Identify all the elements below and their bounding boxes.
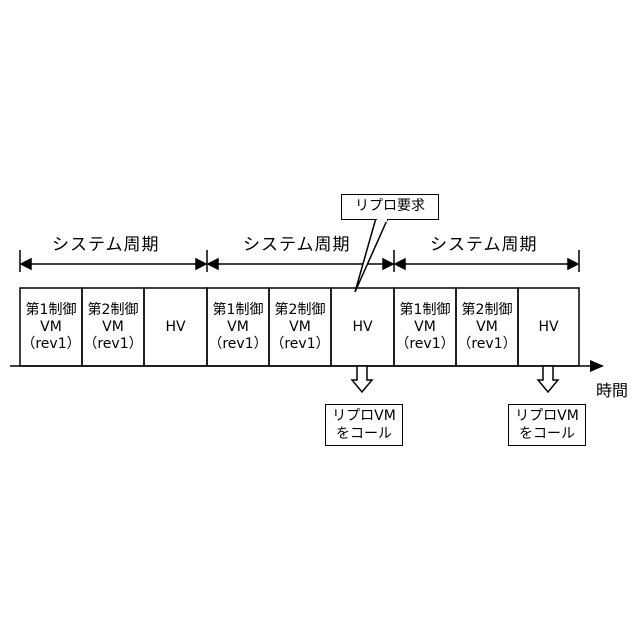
time-axis-label: 時間 (596, 377, 628, 401)
request-callout: リプロ要求 (341, 194, 439, 220)
period-label: システム周期 (243, 230, 351, 255)
arrowhead-left (21, 259, 31, 269)
arrowhead-right (383, 259, 393, 269)
time-axis-arrowhead (590, 360, 604, 372)
arrowhead-right (568, 259, 578, 269)
down-arrow-icon (352, 366, 372, 392)
block-vm2: 第2制御 VM （rev1） (82, 288, 144, 366)
period-label: システム周期 (52, 230, 160, 255)
arrowhead-left (208, 259, 218, 269)
arrowhead-left (395, 259, 405, 269)
block-vm1: 第1制御 VM （rev1） (20, 288, 82, 366)
block-vm2: 第2制御 VM （rev1） (269, 288, 331, 366)
call-reprogram-vm-box: リプロVM をコール (325, 404, 403, 446)
period-label: システム周期 (430, 230, 538, 255)
block-vm1: 第1制御 VM （rev1） (207, 288, 269, 366)
down-arrow-icon (538, 366, 558, 392)
arrowhead-right (196, 259, 206, 269)
block-hv: HV (144, 288, 207, 366)
block-hv: HV (518, 288, 579, 366)
call-reprogram-vm-box: リプロVM をコール (508, 404, 586, 446)
block-hv: HV (331, 288, 394, 366)
request-callout-pointer (355, 218, 388, 292)
callout-joint (377, 216, 387, 222)
block-vm2: 第2制御 VM （rev1） (456, 288, 518, 366)
block-vm1: 第1制御 VM （rev1） (394, 288, 456, 366)
